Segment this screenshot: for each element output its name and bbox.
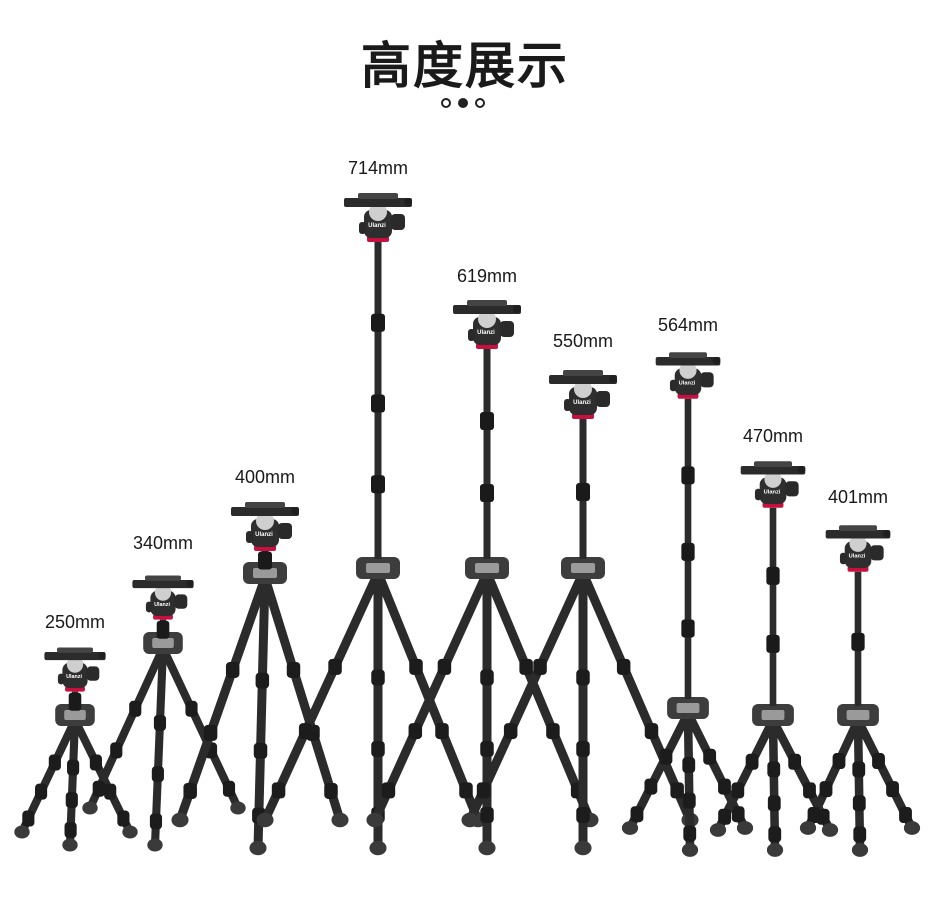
- brand-logo: Ulanzi: [368, 223, 386, 229]
- tripod: Ulanzi: [799, 525, 921, 857]
- height-label: 564mm: [657, 315, 719, 335]
- tripod: Ulanzi: [709, 461, 839, 857]
- height-label: 619mm: [456, 266, 518, 286]
- pagination-dot[interactable]: [441, 98, 451, 108]
- brand-logo: Ulanzi: [66, 674, 82, 680]
- height-label: 340mm: [132, 533, 194, 553]
- height-label: 400mm: [234, 467, 296, 487]
- pagination-dot-active[interactable]: [458, 98, 468, 108]
- tripod: Ulanzi: [256, 193, 487, 856]
- brand-logo: Ulanzi: [679, 381, 696, 387]
- height-label: 550mm: [552, 331, 614, 351]
- brand-logo: Ulanzi: [255, 532, 273, 538]
- pagination-dots: [441, 98, 485, 110]
- tripod: Ulanzi: [461, 370, 699, 856]
- brand-logo: Ulanzi: [849, 554, 866, 560]
- brand-logo: Ulanzi: [477, 330, 495, 336]
- brand-logo: Ulanzi: [573, 400, 591, 406]
- tripod: Ulanzi: [366, 300, 599, 856]
- brand-logo: Ulanzi: [154, 602, 170, 608]
- height-label: 401mm: [827, 487, 889, 507]
- pagination-dot[interactable]: [475, 98, 485, 108]
- height-label: 714mm: [347, 158, 409, 178]
- height-label: 470mm: [742, 426, 804, 446]
- tripod: Ulanzi: [621, 352, 754, 857]
- tripod: Ulanzi: [14, 647, 138, 852]
- height-label: 250mm: [44, 612, 106, 632]
- page-title: 高度展示: [361, 37, 569, 95]
- tripod: Ulanzi: [171, 502, 349, 856]
- brand-logo: Ulanzi: [764, 490, 781, 496]
